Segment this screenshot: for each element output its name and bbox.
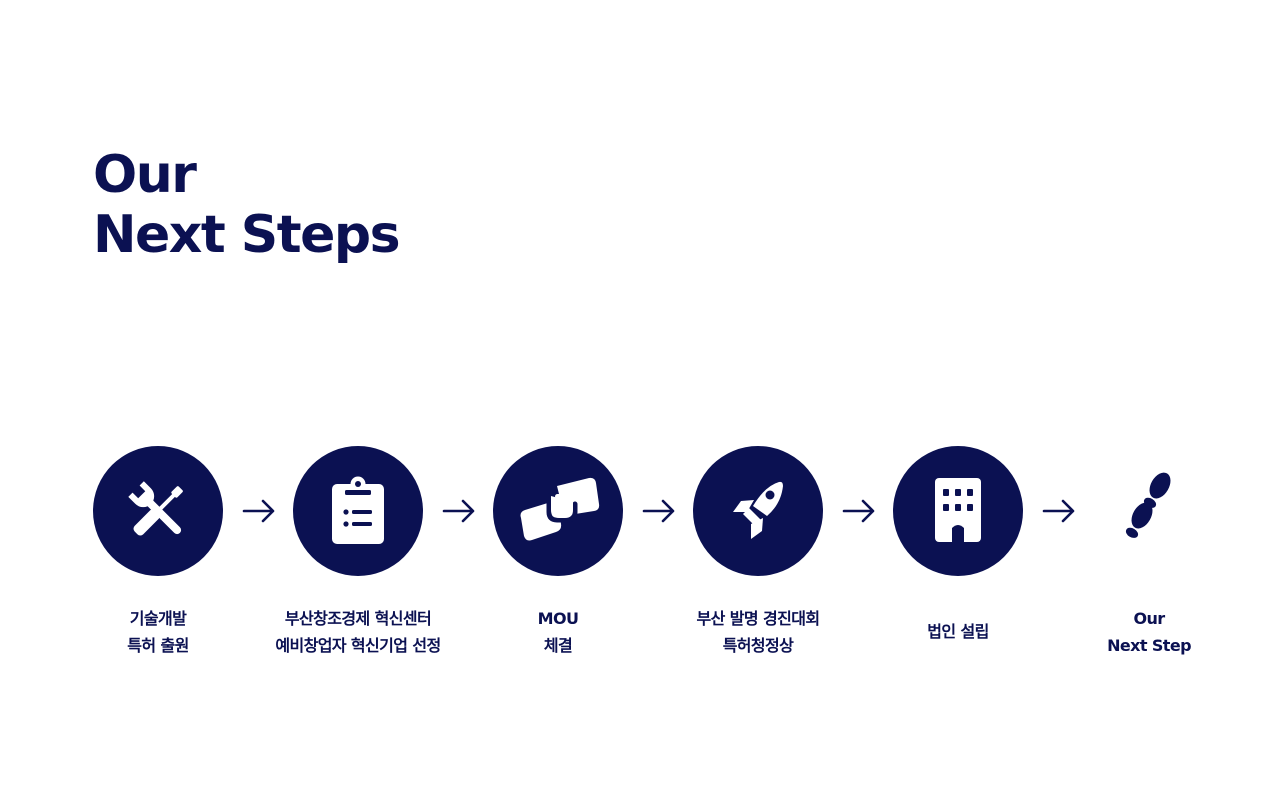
step-3-label: MOU 체결 [448,605,668,659]
arrow-icon [1042,496,1076,526]
page-title-line-1: Our [93,145,197,205]
page-title: Our Next Steps [93,145,401,265]
step-4-label-line-2: 특허청정상 [722,636,794,655]
step-6-label-line-2: Next Step [1107,636,1191,655]
step-2-label-line-2: 예비창업자 혁신기업 선정 [275,636,441,655]
building-icon [935,478,981,542]
step-4-circle [693,446,823,576]
arrow-icon [642,496,676,526]
step-3-label-line-1: MOU [537,609,579,628]
step-1-circle [93,446,223,576]
step-5-label-line-1: 법인 설립 [927,622,989,641]
step-1-label: 기술개발 특허 출원 [48,605,268,659]
arrow-icon [242,496,276,526]
arrow-icon [842,496,876,526]
footsteps-icon [1125,472,1171,538]
arrow-icon [442,496,476,526]
step-4-label: 부산 발명 경진대회 특허청정상 [648,605,868,659]
step-5-circle [893,446,1023,576]
page-title-line-2: Next Steps [93,205,401,265]
rocket-icon [733,481,783,539]
step-6-label: Our Next Step [1039,605,1259,659]
step-3-label-line-2: 체결 [543,636,573,655]
step-2-label-line-1: 부산창조경제 혁신센터 [284,609,432,628]
step-2-label: 부산창조경제 혁신센터 예비창업자 혁신기업 선정 [248,605,468,659]
tools-icon [128,481,183,536]
step-5-label: 법인 설립 [848,618,1068,645]
step-1-label-line-2: 특허 출원 [127,636,189,655]
step-6-label-line-1: Our [1133,609,1165,628]
step-1-label-line-1: 기술개발 [129,609,187,628]
step-4-label-line-1: 부산 발명 경진대회 [696,609,821,628]
step-2-circle [293,446,423,576]
handshake-icon [520,477,600,541]
step-3-circle [493,446,623,576]
clipboard-icon [332,476,384,544]
step-6-icon-wrapper [1084,446,1214,576]
